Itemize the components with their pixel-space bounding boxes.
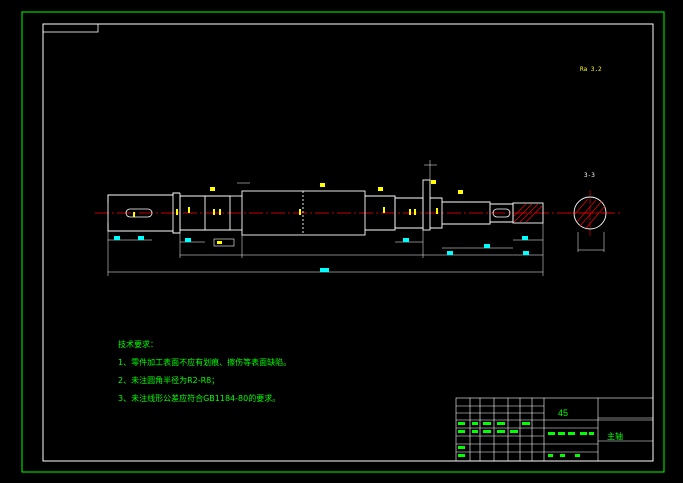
tech-requirements-heading: 技术要求： [118, 340, 158, 349]
end-hatching [513, 203, 543, 223]
tolerance-frame [213, 238, 235, 247]
drawing-frame [42, 23, 654, 462]
dimension-values [114, 236, 529, 272]
tolerance-symbol [217, 241, 222, 244]
roughness-note: Ra 3.2 [580, 66, 602, 73]
tech-requirement-item: 3、未注线形公差应符合GB1184-80的要求。 [118, 394, 281, 403]
sheet-border-outer [21, 11, 665, 473]
annotation-marks [133, 180, 463, 217]
tech-requirement-item: 1、零件加工表面不应有划痕、擦伤等表面缺陷。 [118, 358, 292, 367]
title-block [455, 397, 654, 462]
title-block-labels [458, 422, 594, 457]
shaft-main-view [107, 179, 544, 236]
keyways [125, 208, 511, 218]
tech-requirement-item: 2、未注圆角半径为R2-R8； [118, 376, 220, 385]
title-block-material: 45 [558, 408, 569, 418]
title-block-part-name: 主轴 [607, 432, 623, 441]
technical-requirements: 技术要求： 1、零件加工表面不应有划痕、擦伤等表面缺陷。 2、未注圆角半径为R2… [118, 336, 291, 408]
section-label: 3-3 [584, 172, 595, 179]
code-box [42, 23, 99, 33]
section-view [568, 190, 612, 252]
